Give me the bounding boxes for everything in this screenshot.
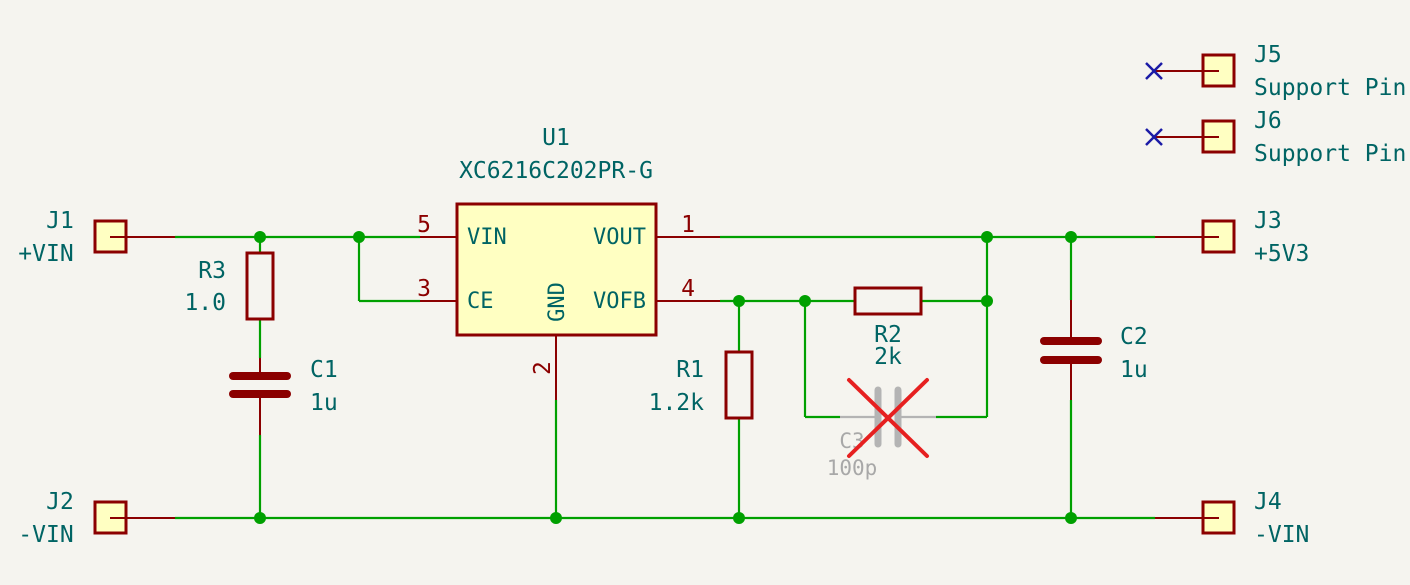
junction [733, 512, 745, 524]
u1-pin-number-4: 4 [681, 276, 695, 302]
j4-label: -VIN [1254, 522, 1309, 548]
j6-ref: J6 [1254, 108, 1282, 134]
connector-j6[interactable]: J6 Support Pin [1145, 108, 1406, 167]
r1-ref: R1 [676, 357, 704, 383]
u1-pin-number-2: 2 [530, 361, 556, 375]
c3-ref: C3 [839, 429, 864, 453]
u1-pin-name-vin: VIN [467, 225, 507, 250]
u1-pin-name-gnd: GND [545, 282, 570, 322]
r2-body [853, 286, 923, 316]
u1-pin-number-1: 1 [681, 212, 695, 238]
c2-ref: C2 [1120, 324, 1148, 350]
c2-value: 1u [1120, 357, 1148, 383]
junctions [254, 231, 1077, 524]
c3-value: 100p [827, 456, 878, 480]
u1-pin-number-5: 5 [417, 212, 431, 238]
j2-ref: J2 [46, 489, 74, 515]
r2-value: 2k [874, 344, 902, 370]
c3-dnp-cross-icon [847, 378, 929, 458]
j5-no-connect-icon [1145, 62, 1163, 80]
wires [175, 235, 1155, 520]
junction [254, 512, 266, 524]
junction [1065, 512, 1077, 524]
j4-ref: J4 [1254, 489, 1282, 515]
connector-j2[interactable]: J2 -VIN [18, 489, 175, 548]
j2-label: -VIN [18, 522, 73, 548]
c1-ref: C1 [310, 357, 338, 383]
r2-ref: R2 [874, 322, 902, 348]
u1-pin-name-vofb: VOFB [593, 289, 646, 314]
j6-label: Support Pin [1254, 141, 1406, 167]
u1-value: XC6216C202PR-G [459, 158, 653, 184]
junction [254, 231, 266, 243]
j3-label: +5V3 [1254, 241, 1309, 267]
resistor-r3[interactable]: R3 1.0 [184, 251, 275, 321]
u1-pin-name-ce: CE [467, 289, 494, 314]
c1-value: 1u [310, 390, 338, 416]
capacitor-c3-dnp[interactable]: C3 100p [827, 378, 936, 480]
u1-pin-number-3: 3 [417, 276, 431, 302]
r1-body [724, 350, 754, 420]
j5-ref: J5 [1254, 42, 1282, 68]
resistor-r2[interactable]: R2 2k [853, 286, 923, 370]
junction [981, 295, 993, 307]
j1-label: +VIN [18, 241, 73, 267]
junction [981, 231, 993, 243]
j3-ref: J3 [1254, 208, 1282, 234]
connector-j3[interactable]: J3 +5V3 [1155, 208, 1309, 267]
u1-pin-name-vout: VOUT [593, 225, 646, 250]
connector-j5[interactable]: J5 Support Pin [1145, 42, 1406, 101]
r3-ref: R3 [198, 258, 226, 284]
u1-body [455, 202, 658, 337]
resistor-r1[interactable]: R1 1.2k [649, 350, 754, 420]
junction [799, 295, 811, 307]
j5-label: Support Pin [1254, 75, 1406, 101]
connector-j1[interactable]: J1 +VIN [18, 208, 175, 267]
junction [550, 512, 562, 524]
r3-value: 1.0 [184, 290, 226, 316]
j1-ref: J1 [46, 208, 74, 234]
regulator-u1[interactable]: U1 XC6216C202PR-G 5 3 2 1 4 VIN CE GND V… [417, 125, 720, 400]
capacitor-c2[interactable]: C2 1u [1040, 300, 1148, 400]
r1-value: 1.2k [649, 390, 705, 416]
connector-j4[interactable]: J4 -VIN [1155, 489, 1309, 548]
junction [353, 231, 365, 243]
junction [1065, 231, 1077, 243]
u1-ref: U1 [542, 125, 570, 151]
j6-no-connect-icon [1145, 128, 1163, 146]
r3-body [245, 251, 275, 321]
capacitor-c1[interactable]: C1 1u [229, 357, 338, 435]
junction [733, 295, 745, 307]
